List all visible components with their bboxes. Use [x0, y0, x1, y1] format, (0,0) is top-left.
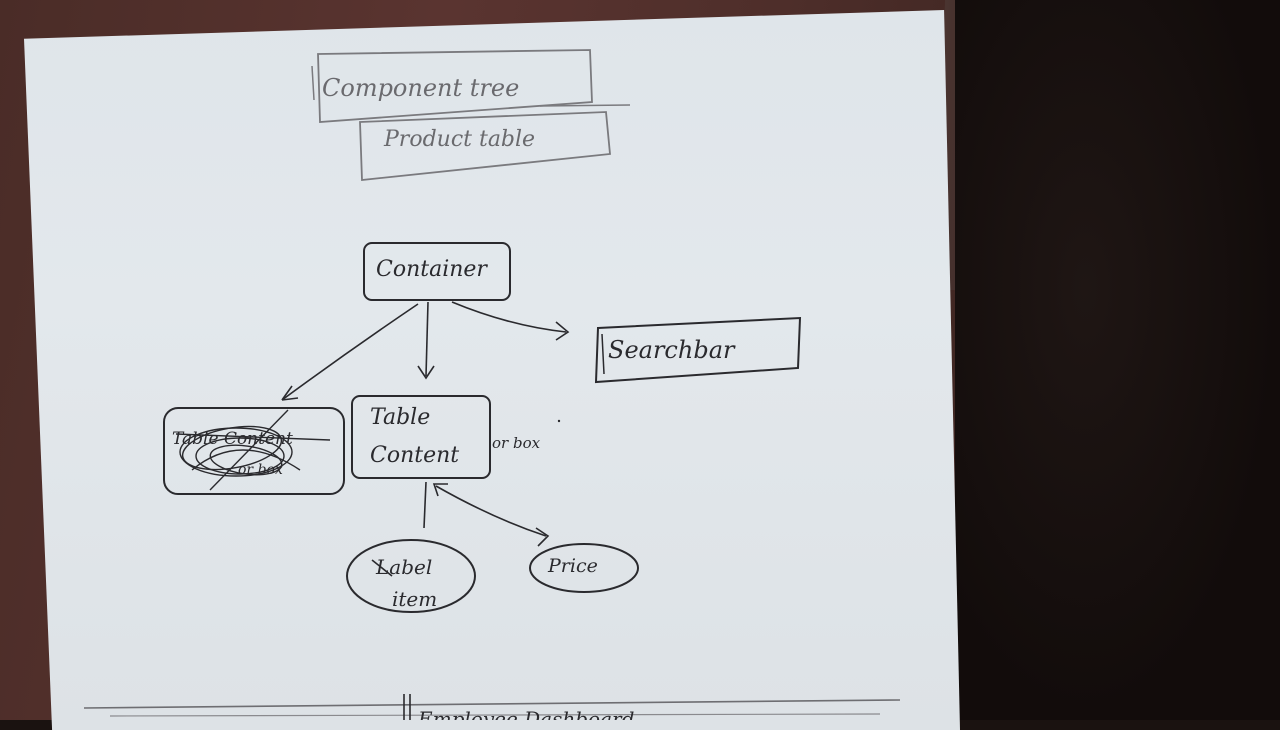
- table-content-line2: Content: [370, 443, 459, 468]
- arrowhead-searchbar: [555, 321, 570, 341]
- arrowhead-table-content: [417, 365, 435, 380]
- line-to-label-item: [423, 481, 427, 529]
- arrow-to-crossed-node: [281, 303, 419, 401]
- bottom-line-2: [109, 713, 881, 717]
- footer-box-edge: [403, 694, 411, 720]
- dark-background: [955, 0, 1280, 720]
- heading-box-top: [317, 49, 593, 123]
- label-item-line1: Label: [375, 555, 432, 579]
- heading-sub: Product table: [383, 127, 535, 152]
- heading-box-mark: [311, 65, 315, 101]
- heading-top: Component tree: [322, 74, 519, 102]
- arrow-to-price: [435, 485, 547, 537]
- label-strike: [371, 559, 393, 577]
- price-node-label: Price: [547, 555, 598, 577]
- searchbar-node-box: [594, 316, 802, 384]
- price-node-box: [529, 543, 639, 593]
- bottom-line: [83, 699, 901, 709]
- arrowhead-crossed: [281, 385, 299, 401]
- paper-sheet: [24, 10, 960, 730]
- heading-box-sub: [359, 111, 611, 181]
- scribble-strike: [175, 409, 331, 491]
- arrowhead-up: [432, 483, 448, 497]
- heading-underline: [539, 104, 631, 107]
- crossed-node-box: [163, 407, 345, 495]
- arrow-to-table-content: [425, 301, 429, 377]
- pen-dot: [557, 419, 561, 423]
- arrowhead-price: [535, 527, 550, 547]
- or-box-annotation: or box: [492, 434, 541, 452]
- searchbar-node-label: Searchbar: [608, 336, 736, 364]
- container-node-label: Container: [376, 257, 488, 282]
- label-item-line2: item: [392, 587, 437, 611]
- footer-fragment: Employee Dashboard: [417, 707, 634, 720]
- table-content-line1: Table: [370, 405, 430, 430]
- container-node-box: [363, 242, 511, 301]
- table-content-node-box: [351, 395, 491, 479]
- searchbar-node-mark: [601, 333, 605, 375]
- arrow-to-searchbar: [451, 301, 567, 333]
- label-item-node-box: [346, 539, 476, 613]
- crossed-node-line1: Table Content: [172, 429, 293, 449]
